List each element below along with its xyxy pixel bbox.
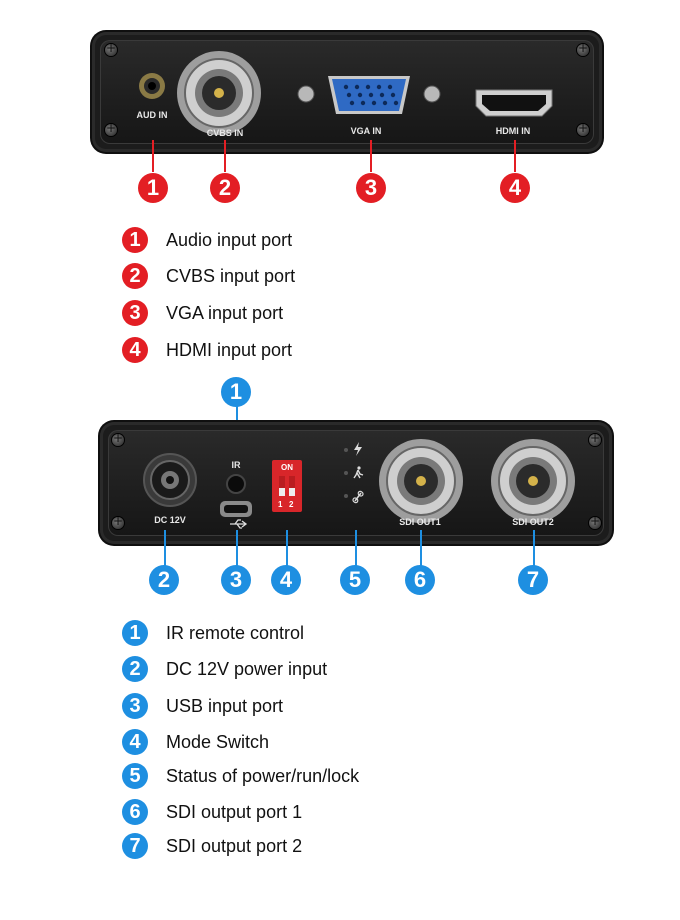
screw-icon (112, 431, 124, 446)
callout-1: 1 (221, 377, 251, 407)
legend-number: 2 (122, 656, 148, 682)
lock-link-icon (352, 490, 364, 504)
legend-text: IR remote control (166, 622, 305, 643)
usb-symbol-icon (230, 519, 248, 529)
callout-3: 3 (356, 173, 386, 203)
leader-line (164, 530, 166, 566)
vga-connector-icon (297, 76, 441, 114)
screw-icon (577, 41, 589, 56)
run-icon (353, 466, 364, 479)
legend-item: 5 Status of power/run/lock (122, 761, 359, 791)
dip-lever-1[interactable] (279, 476, 285, 496)
dip-lever-2[interactable] (289, 476, 295, 496)
leader-line (224, 140, 226, 172)
ir-label: IR (231, 460, 241, 470)
legend-number: 5 (122, 763, 148, 789)
dip-number-1: 1 (278, 500, 283, 509)
screw-icon (577, 121, 589, 136)
dc-12v-label: DC 12V (154, 515, 186, 525)
screw-icon (105, 121, 117, 136)
legend-item: 3 USB input port (122, 691, 283, 721)
hdmi-in-label: HDMI IN (495, 126, 531, 136)
legend-item: 6 SDI output port 1 (122, 797, 302, 827)
callout-3: 3 (221, 565, 251, 595)
legend-number: 3 (122, 693, 148, 719)
aud-in-label: AUD IN (136, 110, 168, 120)
callout-4: 4 (271, 565, 301, 595)
legend-text: Audio input port (166, 229, 293, 250)
sdi-out2-bnc-connector-icon (491, 439, 575, 523)
callout-5: 5 (340, 565, 370, 595)
callout-6: 6 (405, 565, 435, 595)
legend-number: 1 (122, 227, 148, 253)
legend-item: 7 SDI output port 2 (122, 831, 302, 861)
legend-number: 3 (122, 300, 148, 326)
legend-text: Mode Switch (166, 731, 270, 752)
leader-line (420, 530, 422, 566)
legend-item: 1 IR remote control (122, 618, 304, 648)
leader-line (370, 140, 372, 172)
mode-dip-switch[interactable]: ON 1 2 (272, 460, 302, 512)
legend-item: 2 DC 12V power input (122, 654, 327, 684)
power-icon (354, 442, 362, 456)
legend-number: 6 (122, 799, 148, 825)
screw-icon (112, 514, 124, 529)
legend-number: 4 (122, 729, 148, 755)
screw-icon (589, 514, 601, 529)
legend-text: Status of power/run/lock (166, 765, 360, 786)
leader-line (533, 530, 535, 566)
dc-power-jack-icon (143, 453, 197, 507)
ir-sensor-icon (226, 474, 246, 494)
legend-item: 4 Mode Switch (122, 727, 269, 757)
legend-item: 1 Audio input port (122, 225, 292, 255)
legend-item: 4 HDMI input port (122, 335, 292, 365)
hdmi-connector-icon (475, 89, 553, 117)
sdi-out1-bnc-connector-icon (379, 439, 463, 523)
leader-line (236, 530, 238, 566)
leader-line (286, 530, 288, 566)
legend-item: 3 VGA input port (122, 298, 283, 328)
callout-2: 2 (149, 565, 179, 595)
callout-2: 2 (210, 173, 240, 203)
dip-on-label: ON (281, 463, 293, 472)
audio-jack-icon (139, 73, 165, 99)
dip-number-2: 2 (289, 500, 294, 509)
legend-number: 7 (122, 833, 148, 859)
legend-text: HDMI input port (166, 339, 293, 360)
legend-number: 2 (122, 263, 148, 289)
leader-line (152, 140, 154, 172)
usb-port-icon (220, 501, 252, 517)
callout-7: 7 (518, 565, 548, 595)
callout-4: 4 (500, 173, 530, 203)
screw-icon (589, 431, 601, 446)
leader-line (514, 140, 516, 172)
sdi-out1-label: SDI OUT1 (399, 517, 441, 527)
screw-icon (105, 41, 117, 56)
legend-item: 2 CVBS input port (122, 261, 295, 291)
legend-text: USB input port (166, 695, 284, 716)
leader-line (355, 530, 357, 566)
legend-number: 1 (122, 620, 148, 646)
cvbs-bnc-connector-icon (177, 51, 261, 135)
legend-text: DC 12V power input (166, 658, 328, 679)
status-leds (344, 448, 348, 498)
legend-text: VGA input port (166, 302, 284, 323)
legend-text: SDI output port 1 (166, 801, 303, 822)
vga-in-label: VGA IN (350, 126, 382, 136)
legend-text: CVBS input port (166, 265, 296, 286)
cvbs-in-label: CVBS IN (206, 128, 244, 138)
sdi-out2-label: SDI OUT2 (512, 517, 554, 527)
callout-1: 1 (138, 173, 168, 203)
legend-number: 4 (122, 337, 148, 363)
legend-text: SDI output port 2 (166, 835, 303, 856)
